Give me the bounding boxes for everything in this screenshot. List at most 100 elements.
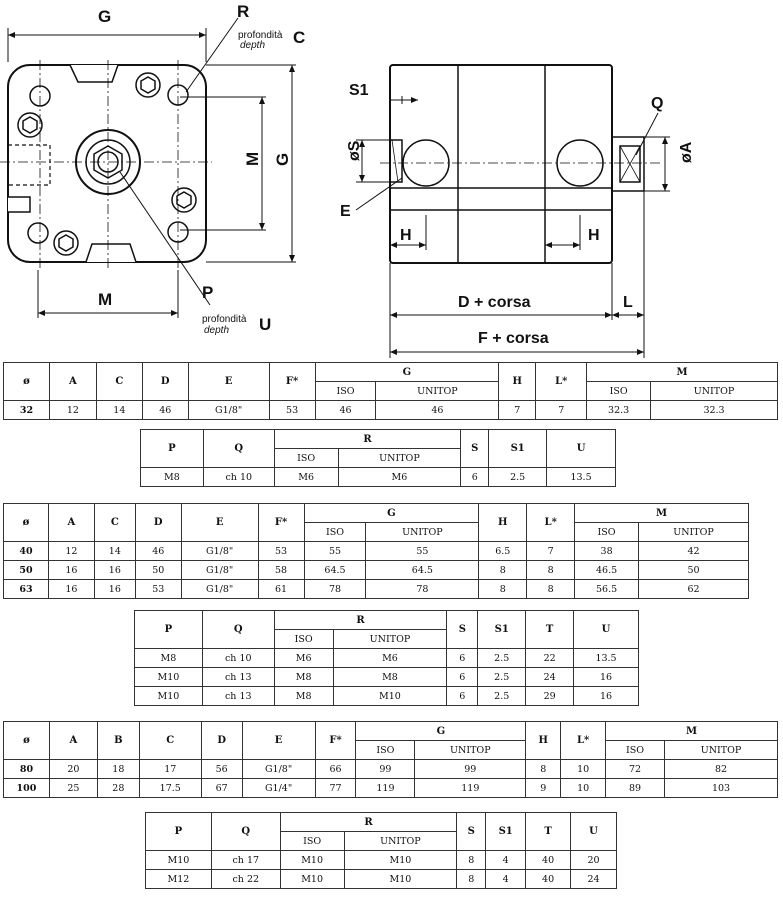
table-cell: 78 bbox=[365, 579, 480, 599]
header-a: A bbox=[48, 362, 97, 401]
header-bore: ø bbox=[3, 503, 49, 542]
header-u: U bbox=[573, 610, 639, 649]
header-l: L* bbox=[535, 362, 588, 401]
spec-table-40-63: ø A C D E F* G H L* M ISO UNITOP ISO UNI… bbox=[3, 503, 749, 599]
table-cell: 2.5 bbox=[477, 686, 527, 706]
table-cell: 9 bbox=[525, 778, 562, 798]
label-p: P bbox=[202, 283, 213, 302]
sub-header-g-iso: ISO bbox=[314, 381, 377, 401]
sub-header-g-iso: ISO bbox=[303, 522, 367, 542]
table-cell: 56.5 bbox=[574, 579, 640, 599]
header-h: H bbox=[525, 721, 562, 760]
header-e: E bbox=[187, 362, 270, 401]
table-cell: ch 17 bbox=[210, 850, 281, 870]
table-cell: M10 bbox=[332, 686, 448, 706]
table-cell: 46 bbox=[314, 400, 377, 420]
label-a: øA bbox=[678, 141, 695, 163]
table-cell: 20 bbox=[48, 759, 98, 779]
table-cell: M10 bbox=[279, 869, 345, 889]
header-p: P bbox=[140, 429, 204, 468]
header-q: Q bbox=[202, 429, 275, 468]
table-cell: M12 bbox=[145, 869, 212, 889]
header-s1: S1 bbox=[488, 429, 548, 468]
table-cell: G1/8" bbox=[187, 400, 270, 420]
label-s: øS bbox=[346, 140, 363, 161]
table-cell: 64.5 bbox=[365, 560, 480, 580]
label-h-left: H bbox=[400, 227, 412, 244]
table-row: M10 ch 13 M8 M10 6 2.5 29 16 bbox=[134, 686, 639, 706]
header-s1: S1 bbox=[477, 610, 527, 649]
label-m-right: M bbox=[243, 152, 262, 166]
sub-header-m-iso: ISO bbox=[586, 381, 652, 401]
table-cell: 8 bbox=[526, 560, 576, 580]
header-d: D bbox=[200, 721, 243, 760]
table-cell: M10 bbox=[134, 686, 203, 706]
sub-header-r-iso: ISO bbox=[279, 831, 345, 851]
header-e: E bbox=[180, 503, 259, 542]
table-cell: 8 bbox=[525, 759, 562, 779]
table-cell: ch 10 bbox=[202, 467, 275, 487]
header-p: P bbox=[145, 812, 212, 851]
table-cell: 6 bbox=[446, 686, 479, 706]
table-cell: M6 bbox=[273, 467, 339, 487]
table-cell: M10 bbox=[343, 869, 458, 889]
sub-header-r-unitop: UNITOP bbox=[332, 629, 448, 649]
table-cell: 10 bbox=[560, 759, 607, 779]
table-cell: 89 bbox=[605, 778, 666, 798]
table-cell: ch 22 bbox=[210, 869, 281, 889]
table-cell: 55 bbox=[303, 541, 367, 561]
table-cell: 16 bbox=[93, 579, 136, 599]
table-cell: G1/8" bbox=[180, 560, 259, 580]
table-row: 32 12 14 46 G1/8" 53 46 46 7 7 32.3 32.3 bbox=[3, 400, 778, 420]
label-r: R bbox=[237, 2, 249, 21]
label-q: Q bbox=[651, 95, 663, 112]
sub-header-m-unitop: UNITOP bbox=[664, 740, 778, 760]
table-cell: 6 bbox=[460, 467, 490, 487]
table-cell: 16 bbox=[47, 560, 95, 580]
table-cell: 40 bbox=[3, 541, 49, 561]
sub-header-r-unitop: UNITOP bbox=[343, 831, 458, 851]
header-f: F* bbox=[268, 362, 316, 401]
sub-header-m-iso: ISO bbox=[574, 522, 640, 542]
label-l: L bbox=[623, 294, 633, 311]
header-h: H bbox=[478, 503, 528, 542]
table-cell: 28 bbox=[96, 778, 140, 798]
table-cell: 32.3 bbox=[650, 400, 778, 420]
header-l: L* bbox=[560, 721, 607, 760]
table-cell: 12 bbox=[47, 541, 95, 561]
table-cell: M6 bbox=[273, 648, 334, 668]
table-cell: 8 bbox=[526, 579, 576, 599]
header-p: P bbox=[134, 610, 203, 649]
table-cell: M8 bbox=[140, 467, 204, 487]
label-c: C bbox=[293, 28, 305, 47]
table-cell: 8 bbox=[456, 850, 487, 870]
table-cell: 66 bbox=[314, 759, 357, 779]
spec-table-32-threads: P Q R S S1 U ISO UNITOP M8 ch 10 M6 M6 6… bbox=[140, 429, 616, 487]
header-b: B bbox=[96, 721, 140, 760]
spec-table-32: ø A C D E F* G H L* M ISO UNITOP ISO UNI… bbox=[3, 362, 778, 420]
table-cell: 64.5 bbox=[303, 560, 367, 580]
table-cell: 16 bbox=[93, 560, 136, 580]
table-cell: M10 bbox=[279, 850, 345, 870]
table-cell: 8 bbox=[456, 869, 487, 889]
label-d-corsa: D + corsa bbox=[458, 294, 531, 311]
header-g: G bbox=[314, 362, 500, 382]
header-bore: ø bbox=[3, 362, 50, 401]
table-cell: 53 bbox=[257, 541, 305, 561]
sub-header-r-unitop: UNITOP bbox=[337, 448, 462, 468]
table-cell: 22 bbox=[525, 648, 575, 668]
header-q: Q bbox=[210, 812, 281, 851]
table-row: M8 ch 10 M6 M6 6 2.5 22 13.5 bbox=[134, 648, 639, 668]
label-h-right: H bbox=[588, 227, 600, 244]
table-cell: 24 bbox=[525, 667, 575, 687]
table-cell: M6 bbox=[337, 467, 462, 487]
table-row: M10 ch 13 M8 M8 6 2.5 24 16 bbox=[134, 667, 639, 687]
sub-header-m-unitop: UNITOP bbox=[650, 381, 778, 401]
table-cell: 50 bbox=[638, 560, 749, 580]
header-t: T bbox=[525, 812, 572, 851]
header-s: S bbox=[460, 429, 490, 468]
header-e: E bbox=[241, 721, 316, 760]
label-depth-en-bottom: depth bbox=[204, 325, 229, 336]
table-cell: ch 10 bbox=[201, 648, 275, 668]
table-cell: M10 bbox=[343, 850, 458, 870]
